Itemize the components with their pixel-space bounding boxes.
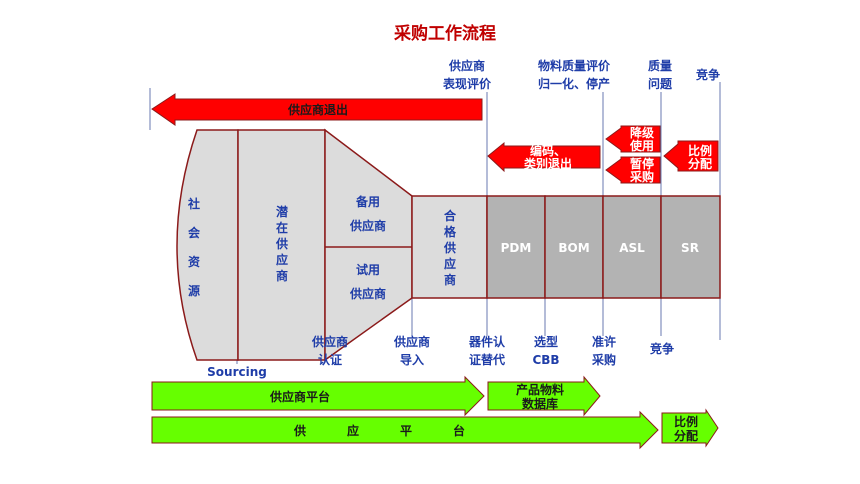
text-ratio-top-line1: 比例	[688, 143, 712, 158]
funnel-backup-trial-area	[324, 128, 413, 362]
label-supplier-eval-line2: 表现评价	[442, 76, 492, 91]
funnel-potential-area	[237, 129, 326, 361]
text-social-3: 资	[188, 254, 200, 269]
diagram-title: 采购工作流程	[393, 23, 496, 44]
text-supplier-platform: 供应商平台	[269, 389, 330, 404]
text-supply-platform-1: 供	[293, 423, 306, 438]
funnel	[176, 128, 721, 362]
arrow-suspend	[605, 156, 661, 184]
label-device-cert-line2: 证替代	[469, 352, 505, 367]
label-material-quality-line1: 物料质量评价	[538, 58, 611, 73]
text-qualified-2: 格	[444, 224, 457, 239]
text-stage-sr: SR	[681, 241, 699, 255]
text-social-2: 会	[188, 225, 201, 240]
text-stage-bom: BOM	[558, 241, 589, 255]
text-product-db-line1: 产品物料	[516, 382, 564, 397]
text-downgrade-line2: 使用	[629, 138, 654, 153]
text-supplier-exit: 供应商退出	[287, 102, 348, 117]
text-stage-asl: ASL	[619, 241, 645, 255]
label-approved-purchase-line2: 采购	[591, 352, 616, 367]
label-device-cert-line1: 器件认	[468, 334, 506, 349]
label-supplier-intro-line2: 导入	[400, 352, 424, 367]
label-sourcing: Sourcing	[207, 365, 267, 379]
text-potential-3: 供	[275, 236, 288, 251]
arrow-ratio-top	[663, 140, 719, 172]
text-qualified-4: 应	[444, 256, 456, 271]
label-quality-issue-line2: 问题	[648, 76, 673, 91]
label-competition-bottom: 竞争	[650, 341, 674, 356]
label-approved-purchase-line1: 准许	[592, 334, 616, 349]
text-trial-line2: 供应商	[349, 286, 386, 301]
label-material-quality-line2: 归一化、停产	[538, 76, 610, 91]
text-social-4: 源	[188, 283, 200, 298]
text-potential-1: 潜	[276, 204, 289, 219]
label-supplier-eval-line1: 供应商	[448, 58, 485, 73]
label-supplier-intro-line1: 供应商	[393, 334, 430, 349]
band-asl	[602, 195, 662, 299]
text-backup-line1: 备用	[355, 194, 380, 209]
text-supply-platform-2: 应	[347, 423, 359, 438]
text-social-1: 社	[187, 196, 200, 211]
label-supplier-cert-line2: 认证	[318, 352, 342, 367]
text-qualified-3: 供	[443, 240, 456, 255]
arrow-code-exit	[487, 141, 601, 173]
label-supplier-cert-line1: 供应商	[311, 334, 348, 349]
text-backup-line2: 供应商	[349, 218, 386, 233]
red-arrows	[151, 93, 719, 184]
arrow-downgrade	[605, 125, 661, 153]
label-competition-top: 竞争	[696, 67, 720, 82]
text-potential-5: 商	[276, 268, 288, 283]
arrow-product-db	[487, 375, 601, 417]
text-supply-platform-3: 平	[400, 424, 412, 438]
funnel-mouth	[176, 129, 239, 361]
text-suspend-line2: 采购	[629, 169, 654, 184]
band-qualified-supplier	[411, 195, 488, 299]
text-ratio-top-line2: 分配	[688, 156, 712, 171]
label-select-cbb-line2: CBB	[532, 353, 559, 367]
arrow-ratio-bottom	[661, 408, 719, 448]
text-product-db-line2: 数据库	[522, 396, 558, 411]
label-quality-issue-line1: 质量	[648, 58, 672, 73]
text-supply-platform-4: 台	[453, 423, 465, 438]
text-suspend-line1: 暂停	[630, 156, 654, 171]
band-bom	[544, 195, 604, 299]
text-code-exit-line2: 类别退出	[524, 156, 572, 171]
text-potential-4: 应	[276, 252, 288, 267]
green-arrows	[151, 375, 719, 450]
text-potential-2: 在	[276, 220, 288, 235]
text-code-exit-line1: 编码、	[529, 143, 566, 158]
label-select-cbb-line1: 选型	[534, 334, 558, 349]
text-trial-line1: 试用	[356, 262, 380, 277]
arrow-supply-platform	[151, 410, 659, 450]
text-ratio-bottom-line1: 比例	[674, 414, 698, 429]
arrow-supplier-platform	[151, 375, 485, 417]
text-qualified-5: 商	[444, 272, 456, 287]
text-ratio-bottom-line2: 分配	[674, 428, 698, 443]
text-stage-pdm: PDM	[501, 241, 532, 255]
arrow-supplier-exit	[151, 93, 483, 126]
band-sr	[660, 195, 721, 299]
text-qualified-1: 合	[444, 208, 457, 223]
text-downgrade-line1: 降级	[630, 125, 654, 140]
